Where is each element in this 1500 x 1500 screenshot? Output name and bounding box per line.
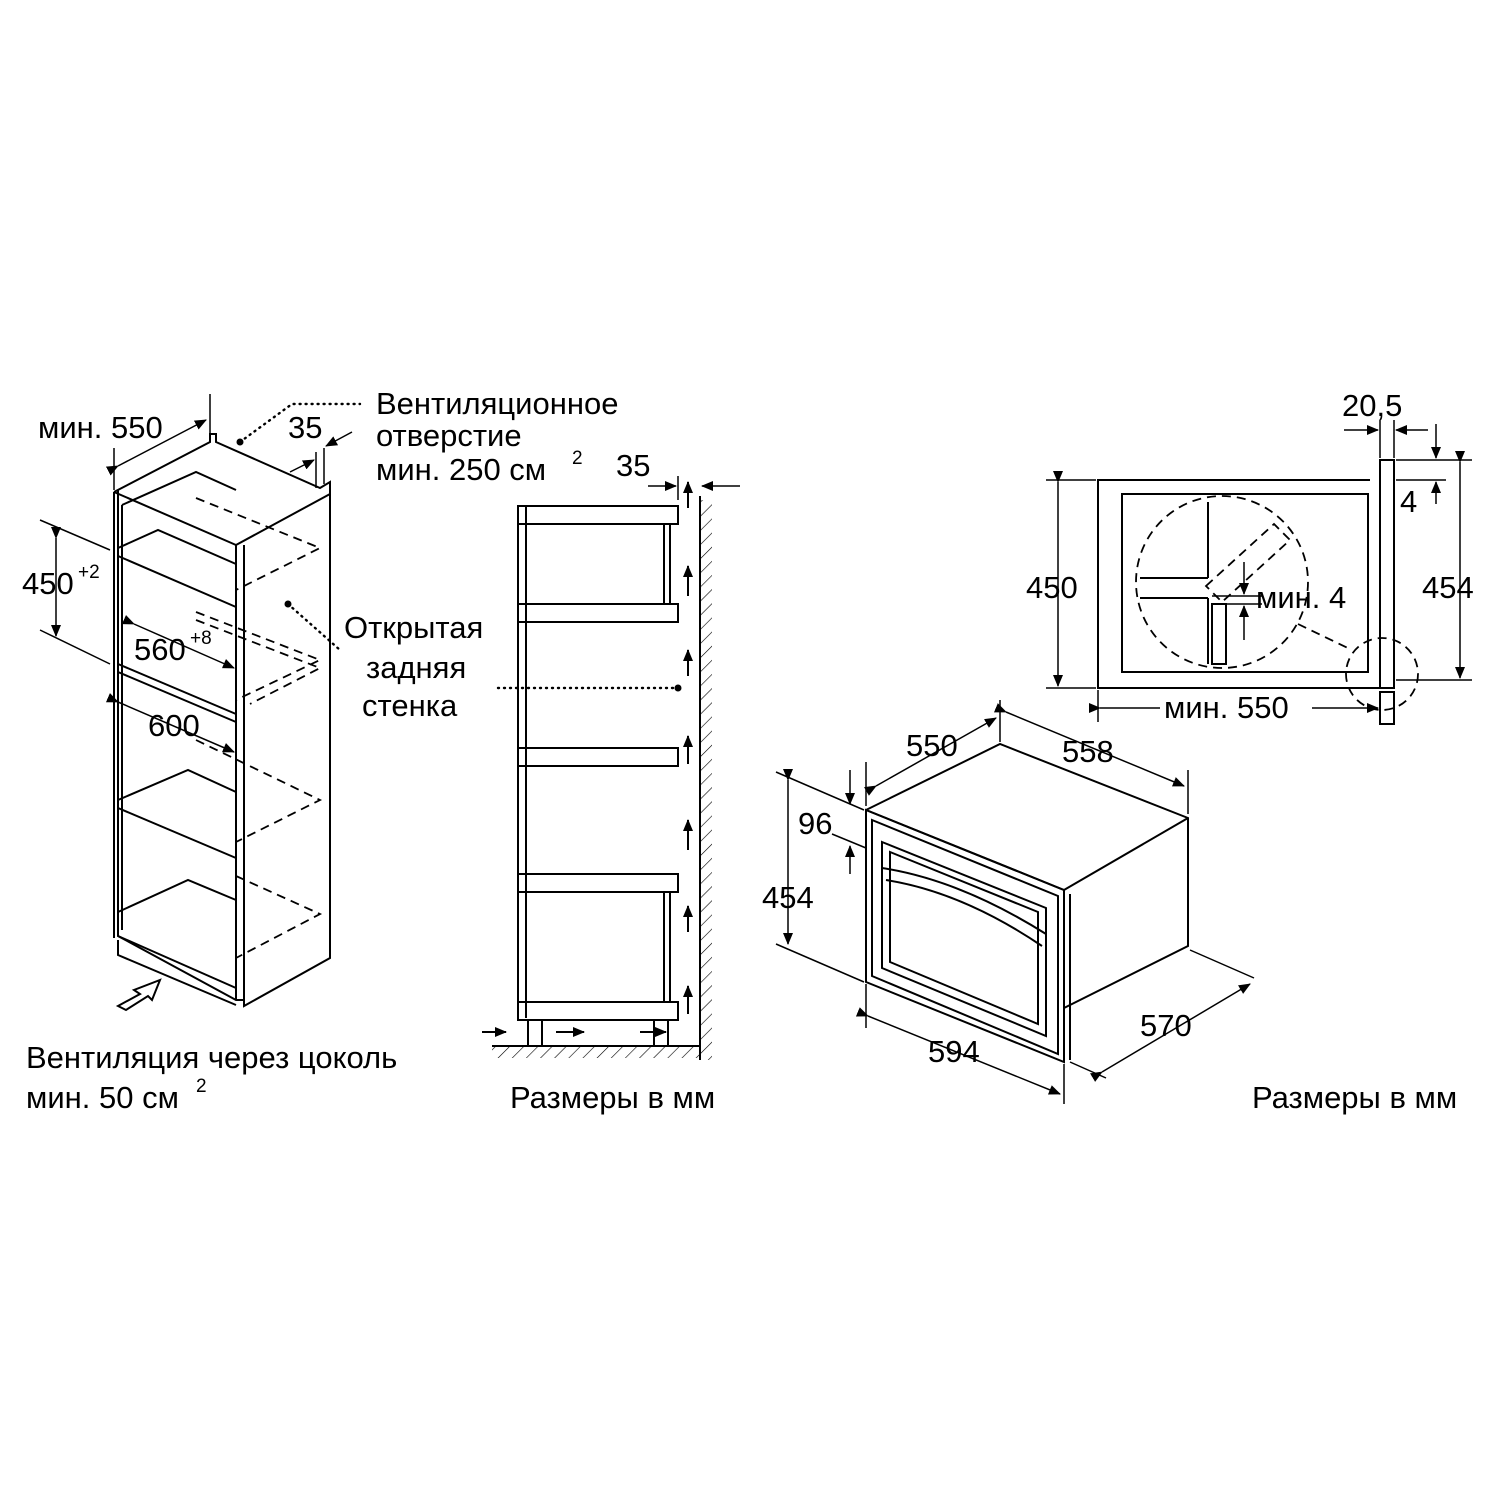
vent-opening-line1: Вентиляционное	[376, 386, 618, 421]
vent-opening-sup: 2	[572, 448, 583, 469]
dev-570-label: 570	[1140, 1008, 1192, 1043]
units-note-left: Размеры в мм	[510, 1080, 715, 1115]
cabinet-side-section	[482, 476, 740, 1060]
door-swing-section	[1046, 420, 1472, 725]
top-4-label: 4	[1400, 484, 1417, 519]
dev-454-label: 454	[762, 880, 814, 915]
tower-width-label: 600	[148, 708, 200, 743]
side-gap-35-label: 35	[616, 448, 650, 483]
tower-gap-35-label: 35	[288, 410, 322, 445]
plinth-vent-line2: мин. 50 см	[26, 1080, 179, 1115]
top-min-550-label: мин. 550	[1164, 690, 1289, 725]
dev-594-label: 594	[928, 1034, 980, 1069]
dev-96-label: 96	[798, 806, 832, 841]
tower-min-depth-label: мин. 550	[38, 410, 163, 445]
plinth-vent-line1: Вентиляция через цоколь	[26, 1040, 397, 1075]
tower-dimensions	[39, 394, 362, 753]
top-450-label: 450	[1026, 570, 1078, 605]
niche-height-sup: +2	[78, 562, 100, 583]
vent-opening-line2: отверстие	[376, 418, 522, 453]
top-20-5-label: 20,5	[1342, 388, 1402, 423]
top-454-label: 454	[1422, 570, 1474, 605]
top-min-4-label: мин. 4	[1256, 580, 1346, 615]
dev-550-label: 550	[906, 728, 958, 763]
niche-width-label: 560	[134, 632, 186, 667]
niche-width-sup: +8	[190, 628, 212, 649]
niche-height-label: 450	[22, 566, 74, 601]
units-note-right: Размеры в мм	[1252, 1080, 1457, 1115]
device-isometric	[775, 700, 1255, 1104]
open-back-line3: стенка	[362, 688, 458, 723]
open-back-line2: задняя	[366, 650, 466, 685]
dev-558-label: 558	[1062, 734, 1114, 769]
plinth-vent-sup: 2	[196, 1076, 207, 1097]
open-back-line1: Открытая	[344, 610, 483, 645]
vent-opening-line3: мин. 250 см	[376, 452, 546, 487]
tall-cabinet-isometric	[113, 433, 331, 1012]
